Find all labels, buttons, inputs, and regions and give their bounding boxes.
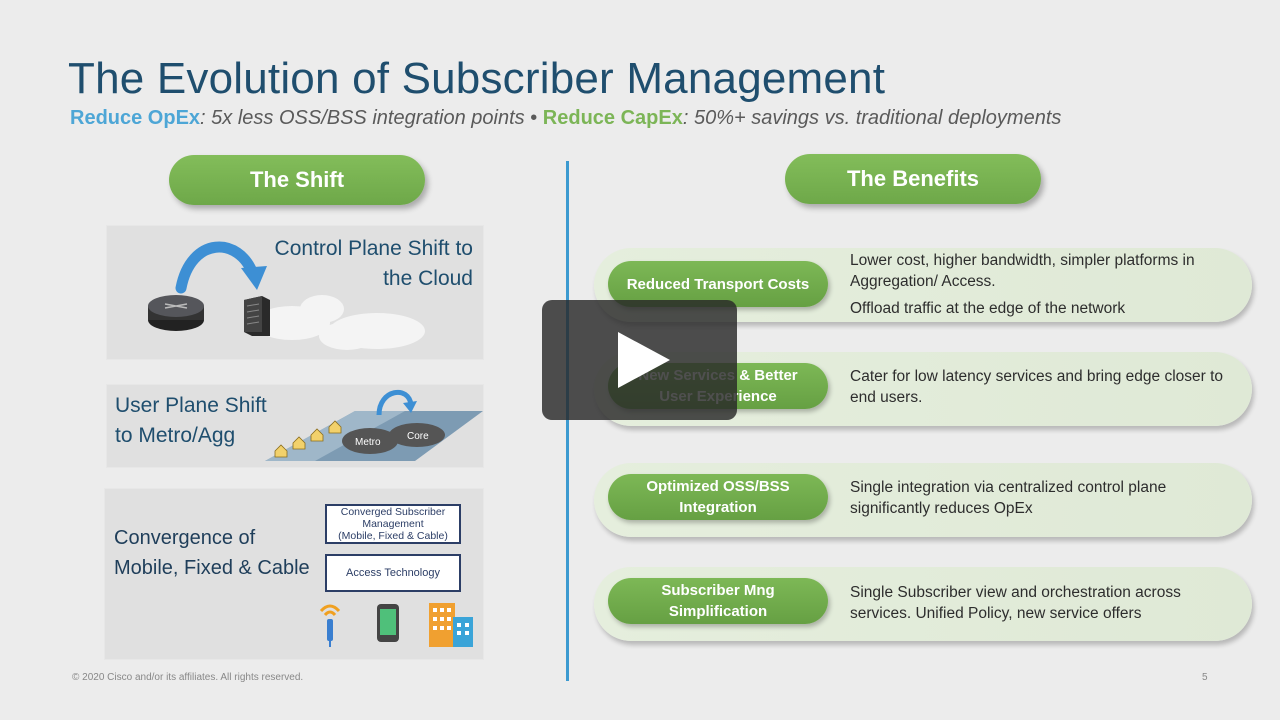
page-number: 5 xyxy=(1202,672,1208,683)
control-plane-diagram xyxy=(175,241,425,350)
capex-text: : 50%+ savings vs. traditional deploymen… xyxy=(682,107,1062,129)
slide-subtitle: Reduce OpEx: 5x less OSS/BSS integration… xyxy=(70,107,1061,130)
control-plane-text: Control Plane Shift to the Cloud xyxy=(274,237,473,290)
capex-key: Reduce CapEx xyxy=(542,107,683,129)
transport-costs-desc: Lower cost, higher bandwidth, simpler pl… xyxy=(850,252,1195,317)
the-shift-pill: The Shift xyxy=(169,155,425,205)
mobile-phone-icon xyxy=(377,604,399,642)
metro-label: Metro xyxy=(355,437,381,448)
subscriber-mng-pill: Subscriber Mng Simplification xyxy=(608,578,828,624)
reduced-transport-costs-pill: Reduced Transport Costs xyxy=(608,261,828,307)
play-icon xyxy=(617,332,670,388)
convergence-box: Convergence of Mobile, Fixed & Cable Con… xyxy=(104,488,484,660)
server-icon xyxy=(244,296,270,336)
new-services-desc: Cater for low latency services and bring… xyxy=(850,368,1224,406)
vertical-divider xyxy=(566,161,569,681)
core-label: Core xyxy=(407,431,429,442)
opex-key: Reduce OpEx xyxy=(70,107,201,129)
optimized-oss-bss-pill: Optimized OSS/BSS Integration xyxy=(608,474,828,520)
copyright-footer: © 2020 Cisco and/or its affiliates. All … xyxy=(72,672,304,683)
video-play-button[interactable] xyxy=(542,300,737,420)
the-benefits-pill: The Benefits xyxy=(785,154,1041,204)
slide-title: The Evolution of Subscriber Management xyxy=(68,54,886,103)
wifi-icon xyxy=(319,604,341,647)
subscriber-mng-desc: Single Subscriber view and orchestration… xyxy=(850,584,1181,622)
oss-bss-desc: Single integration via centralized contr… xyxy=(850,479,1167,517)
opex-text: : 5x less OSS/BSS integration points xyxy=(200,107,525,129)
convergence-text: Convergence of Mobile, Fixed & Cable xyxy=(114,527,310,579)
router-icon xyxy=(148,295,204,331)
user-plane-text: User Plane Shift to Metro/Agg xyxy=(115,394,267,447)
user-plane-box: User Plane Shift to Metro/Agg Metro Core xyxy=(106,384,484,468)
access-technology-box: Access Technology xyxy=(325,554,461,592)
control-plane-box: Control Plane Shift to the Cloud xyxy=(106,225,484,360)
user-plane-diagram: Metro Core xyxy=(265,389,483,461)
subtitle-bullet: • xyxy=(524,107,543,129)
converged-sm-box: Converged Subscriber Management (Mobile,… xyxy=(325,504,461,544)
building-icon xyxy=(429,603,473,647)
